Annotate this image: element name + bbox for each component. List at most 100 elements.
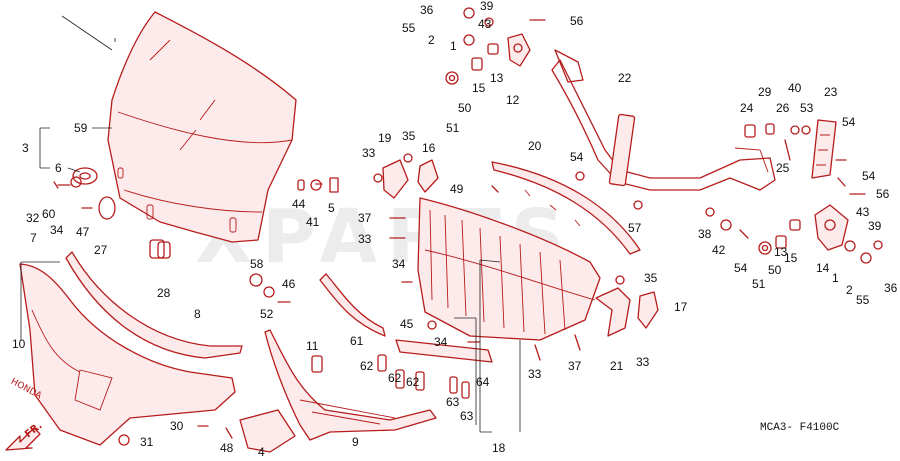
label-50: 50 — [458, 101, 472, 115]
label-36b: 36 — [884, 281, 898, 295]
inner-panel[interactable] — [264, 329, 437, 441]
rubber-seal-strip[interactable] — [491, 161, 641, 255]
label-21: 21 — [610, 359, 624, 373]
label-63b: 63 — [460, 409, 474, 423]
label-51: 51 — [752, 277, 766, 291]
label-34b: 34 — [434, 335, 448, 349]
side-brackets[interactable] — [382, 159, 659, 337]
label-10: 10 — [12, 337, 26, 351]
leader-lines — [20, 15, 521, 433]
label-44: 44 — [292, 197, 306, 211]
label-1: 1 — [450, 39, 457, 53]
meter-panel-box[interactable] — [417, 197, 601, 341]
part-number-labels: 3 59 6 32 60 34 47 27 28 7 10 8 31 30 48… — [12, 0, 898, 459]
label-62: 62 — [360, 359, 374, 373]
label-35: 35 — [402, 129, 416, 143]
label-54d: 54 — [734, 261, 748, 275]
label-31: 31 — [140, 435, 154, 449]
label-56: 56 — [570, 14, 584, 28]
label-4: 4 — [258, 445, 265, 459]
label-58: 58 — [250, 257, 264, 271]
label-43: 43 — [478, 17, 492, 31]
label-62c: 62 — [406, 375, 420, 389]
label-38: 38 — [698, 227, 712, 241]
label-13: 13 — [490, 71, 504, 85]
label-53: 53 — [800, 101, 814, 115]
label-5: 5 — [328, 201, 335, 215]
label-48: 48 — [220, 441, 234, 455]
label-23: 23 — [824, 85, 838, 99]
seal-strips[interactable] — [319, 273, 493, 399]
label-30: 30 — [170, 419, 184, 433]
label-59: 59 — [74, 121, 88, 135]
label-29: 29 — [758, 85, 772, 99]
label-61: 61 — [350, 334, 364, 348]
label-54c: 54 — [862, 169, 876, 183]
label-33d: 33 — [636, 355, 650, 369]
windscreen-hardware[interactable] — [53, 167, 339, 259]
label-40: 40 — [788, 81, 802, 95]
label-51: 51 — [446, 121, 460, 135]
label-33b: 33 — [362, 146, 376, 160]
label-20: 20 — [528, 139, 542, 153]
label-6: 6 — [55, 161, 62, 175]
label-34c: 34 — [392, 257, 406, 271]
label-39b: 39 — [868, 219, 882, 233]
label-27: 27 — [94, 243, 108, 257]
label-57: 57 — [628, 221, 642, 235]
label-54: 54 — [570, 150, 584, 164]
fasteners[interactable] — [118, 7, 883, 446]
label-39: 39 — [480, 0, 494, 13]
label-9: 9 — [352, 435, 359, 449]
label-37b: 37 — [568, 359, 582, 373]
garnish-strip[interactable] — [65, 251, 243, 359]
label-63: 63 — [446, 395, 460, 409]
small-panel-covers[interactable] — [149, 239, 296, 453]
mirror-bracket[interactable] — [814, 204, 849, 251]
label-15: 15 — [472, 81, 486, 95]
front-direction-arrow: FR. — [5, 420, 44, 451]
label-54b: 54 — [842, 115, 856, 129]
label-12: 12 — [506, 93, 520, 107]
label-56b: 56 — [876, 187, 890, 201]
upper-bracket[interactable] — [507, 33, 531, 67]
label-33: 33 — [358, 232, 372, 246]
label-28: 28 — [157, 286, 171, 300]
label-64: 64 — [476, 375, 490, 389]
label-52: 52 — [260, 307, 274, 321]
label-55b: 55 — [856, 293, 870, 307]
label-33c: 33 — [528, 367, 542, 381]
label-18: 18 — [492, 441, 506, 455]
label-26: 26 — [776, 101, 790, 115]
label-41: 41 — [306, 215, 320, 229]
cowl-frame-stay[interactable] — [551, 49, 776, 191]
label-36: 36 — [420, 3, 434, 17]
label-49: 49 — [450, 182, 464, 196]
label-37: 37 — [358, 211, 372, 225]
label-17: 17 — [674, 300, 688, 314]
label-2b: 2 — [846, 283, 853, 297]
label-22: 22 — [618, 71, 632, 85]
mounting-bracket[interactable] — [811, 119, 837, 179]
label-13b: 13 — [774, 245, 788, 259]
label-45: 45 — [400, 317, 414, 331]
label-55: 55 — [402, 21, 416, 35]
label-16: 16 — [422, 141, 436, 155]
label-1b: 1 — [832, 271, 839, 285]
diagram-code: MCA3- F4100C — [760, 422, 840, 434]
label-14: 14 — [816, 261, 830, 275]
label-2: 2 — [428, 33, 435, 47]
label-50b: 50 — [768, 263, 782, 277]
label-47: 47 — [76, 225, 90, 239]
label-15b: 15 — [784, 251, 798, 265]
label-34: 34 — [50, 223, 64, 237]
label-62b: 62 — [388, 371, 402, 385]
label-25: 25 — [776, 161, 790, 175]
label-60: 60 — [42, 207, 56, 221]
label-7: 7 — [30, 231, 37, 245]
windscreen[interactable] — [107, 11, 297, 243]
label-42: 42 — [712, 243, 726, 257]
label-35b: 35 — [644, 271, 658, 285]
label-32: 32 — [26, 211, 40, 225]
